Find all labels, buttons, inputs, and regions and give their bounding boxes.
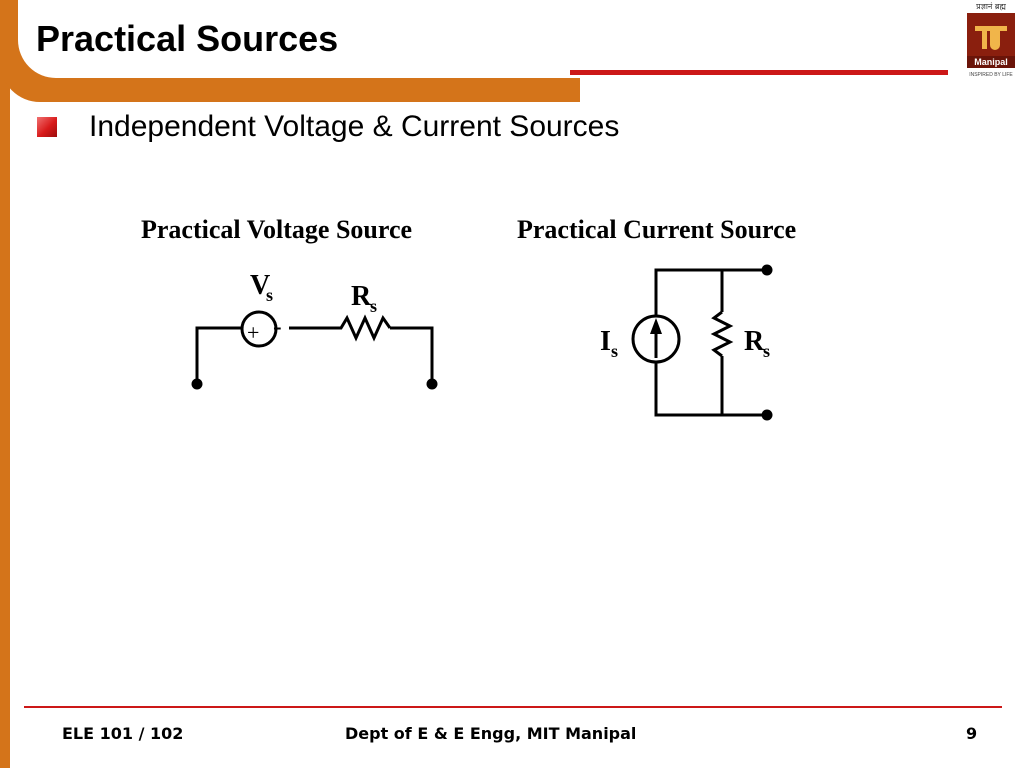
current-terminal-bottom	[761, 409, 773, 421]
bullet-square-icon	[37, 117, 57, 137]
voltage-source-circuit	[195, 310, 434, 384]
page-number: 9	[966, 724, 978, 743]
bullet-text: Independent Voltage & Current Sources	[89, 110, 620, 143]
is-subscript: s	[611, 341, 618, 361]
vs-label: V	[250, 270, 270, 301]
rs-series-subscript: s	[370, 296, 377, 316]
voltage-terminal-left	[191, 378, 203, 390]
current-top-wire	[654, 268, 767, 316]
current-source-heading: Practical Current Source	[517, 215, 796, 244]
title-frame	[0, 0, 618, 102]
series-resistor-symbol	[334, 314, 392, 342]
voltage-source-symbol	[240, 310, 278, 348]
logo-brand-text: Manipal	[974, 57, 1008, 67]
minus-sign: -	[273, 312, 282, 341]
voltage-terminal-right	[426, 378, 438, 390]
title-underline	[570, 70, 948, 75]
current-arrow-icon	[650, 318, 662, 334]
slide-title: Practical Sources	[36, 18, 339, 59]
voltage-right-wire	[390, 326, 434, 384]
voltage-source-heading: Practical Voltage Source	[141, 215, 412, 244]
current-source-circuit	[631, 268, 767, 417]
shunt-resistor-symbol	[710, 310, 734, 358]
voltage-left-wire	[195, 326, 242, 384]
left-accent-bar	[0, 0, 10, 768]
plus-sign: +	[247, 320, 259, 345]
current-terminal-top	[761, 264, 773, 276]
footer-department: Dept of E & E Engg, MIT Manipal	[345, 724, 637, 743]
title-background	[18, 0, 618, 78]
footer-rule	[24, 706, 1002, 708]
footer-course: ELE 101 / 102	[62, 724, 184, 743]
rs-shunt-subscript: s	[763, 341, 770, 361]
current-bottom-wire	[654, 362, 767, 417]
manipal-logo: प्रज्ञानं ब्रह्म Manipal INSPIRED BY LIF…	[967, 2, 1015, 78]
logo-script-text: प्रज्ञानं ब्रह्म	[976, 2, 1006, 11]
rs-series-label: R	[351, 281, 372, 312]
is-label: I	[600, 326, 611, 357]
logo-tagline-text: INSPIRED BY LIFE	[969, 72, 1013, 78]
vs-subscript: s	[266, 285, 273, 305]
rs-shunt-label: R	[744, 326, 765, 357]
